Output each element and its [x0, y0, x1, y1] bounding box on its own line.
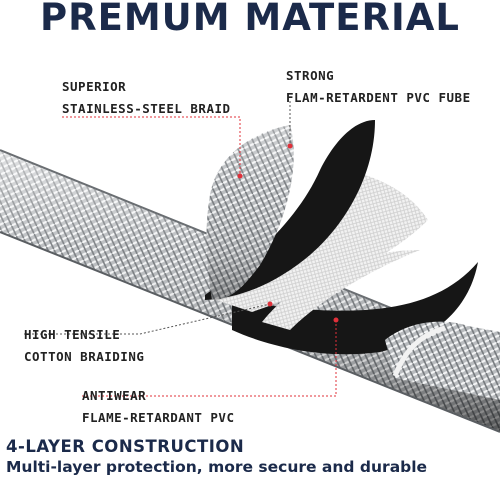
callout-line: HIGH TENSILE	[24, 327, 121, 342]
callout-line: STAINLESS-STEEL BRAID	[62, 101, 231, 116]
callout-cotton-braiding: HIGH TENSILE COTTON BRAIDING	[24, 324, 144, 368]
callout-pvc-cover: ANTIWEAR FLAME-RETARDANT PVC	[82, 385, 235, 429]
callout-line: STRONG	[286, 68, 335, 83]
callout-line: ANTIWEAR	[82, 388, 147, 403]
callout-steel-braid: SUPERIOR STAINLESS-STEEL BRAID	[62, 76, 231, 120]
callout-line: FLAM-RETARDENT PVC FUBE	[286, 90, 471, 105]
page-title: PREMUM MATERIAL	[39, 0, 460, 39]
callout-line: SUPERIOR	[62, 79, 127, 94]
callout-line: FLAME-RETARDANT PVC	[82, 410, 235, 425]
pointer-dots	[237, 143, 339, 323]
pointer-lines	[24, 101, 337, 397]
callout-line: COTTON BRAIDING	[24, 349, 145, 364]
construction-heading: 4-LAYER CONSTRUCTION	[6, 437, 245, 456]
callout-pvc-tube: STRONG FLAM-RETARDENT PVC FUBE	[286, 65, 471, 109]
peeled-layers	[205, 120, 500, 400]
construction-subheading: Multi-layer protection, more secure and …	[6, 458, 428, 476]
